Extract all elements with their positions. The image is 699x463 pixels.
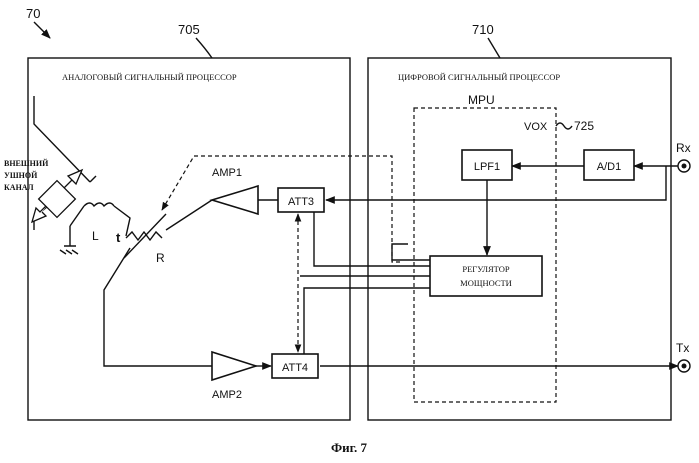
digital-processor-title: ЦИФРОВОЙ СИГНАЛЬНЫЙ ПРОЦЕССОР: [398, 72, 560, 82]
tx-label: Tx: [676, 341, 689, 355]
ref-70-arrow: [34, 22, 50, 38]
vox-label: VOX: [524, 121, 548, 133]
rx-label: Rx: [676, 141, 691, 155]
amp1-triangle: [212, 186, 258, 214]
resistor-label: R: [156, 251, 165, 265]
adc-label: A/D1: [597, 161, 621, 173]
ground-symbol-icon: [60, 226, 78, 254]
power-regulator-line2: МОЩНОСТИ: [460, 278, 512, 288]
figure-caption: Фиг. 7: [331, 440, 368, 455]
regulator-to-att3-control: [314, 212, 430, 266]
power-regulator-line1: РЕГУЛЯТОР: [462, 264, 510, 274]
ref-710-label: 710: [472, 22, 494, 37]
power-regulator-block: [430, 256, 542, 296]
att3-label: ATT3: [288, 196, 314, 208]
regulator-to-att4-control: [304, 288, 430, 354]
ear-canal-label-2: УШНОЙ: [4, 171, 38, 180]
resistor-zigzag: [126, 232, 162, 240]
ref-705-label: 705: [178, 22, 200, 37]
thermal-label: t: [116, 230, 121, 245]
rx-terminal-dot: [682, 164, 687, 169]
ref-70-label: 70: [26, 6, 40, 21]
earpiece-housing: [39, 181, 76, 218]
ref-725-label: 725: [574, 119, 594, 133]
amp1-label: AMP1: [212, 167, 242, 179]
att4-label: ATT4: [282, 362, 308, 374]
resistor-to-amp2-line: [104, 248, 212, 366]
ref-710-leader: [488, 38, 500, 58]
coil-inductor: [84, 203, 114, 206]
ref-705-leader: [196, 38, 212, 58]
analog-processor-title: АНАЛОГОВЫЙ СИГНАЛЬНЫЙ ПРОЦЕССОР: [62, 72, 237, 82]
tx-terminal-dot: [682, 364, 687, 369]
ref-725-leader: [556, 123, 572, 129]
amp1-to-resistor-line: [166, 200, 212, 230]
coil-label: L: [92, 229, 99, 243]
ear-canal-label-3: КАНАЛ: [4, 183, 34, 192]
regulator-feedback-line: [392, 244, 430, 260]
earpiece-outline-top: [34, 96, 90, 182]
earpiece-tip: [90, 176, 96, 182]
mpu-label: MPU: [468, 93, 495, 107]
amp2-label: AMP2: [212, 389, 242, 401]
lpf1-label: LPF1: [474, 161, 500, 173]
ear-canal-label-1: ВНЕШНИЙ: [4, 159, 49, 168]
amp2-triangle: [212, 352, 256, 380]
coil-to-ground-line: [70, 206, 84, 226]
